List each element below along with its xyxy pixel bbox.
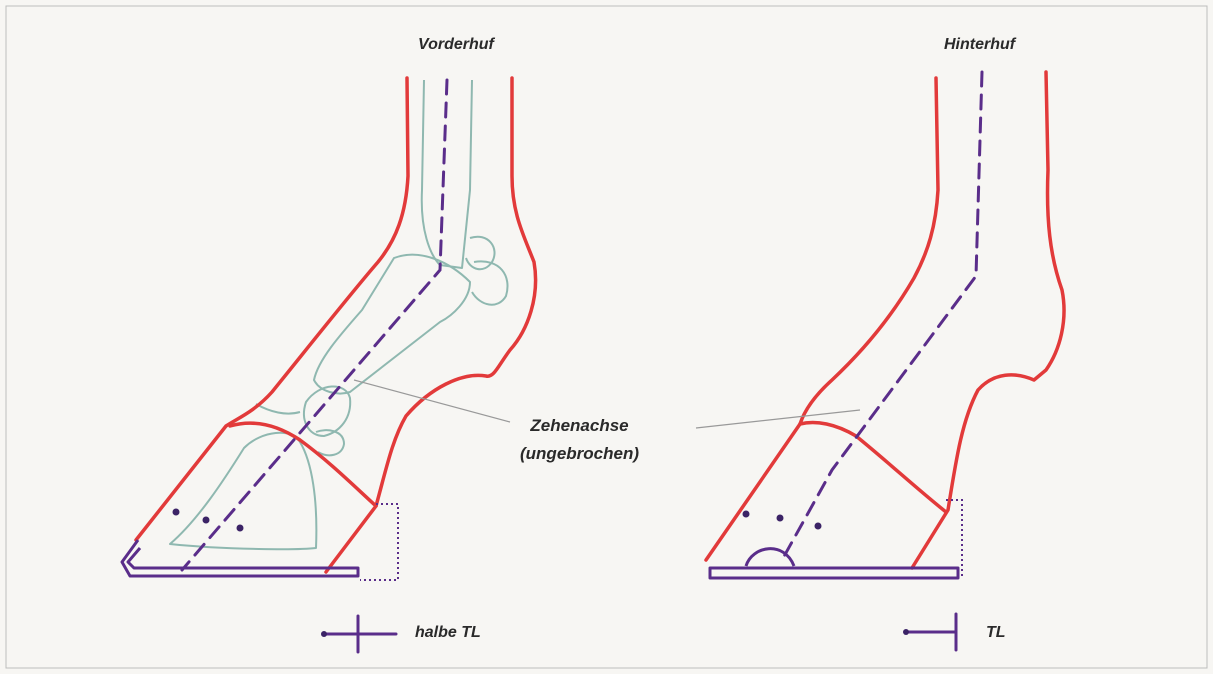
leader-line-front <box>354 380 510 422</box>
front-nail-dot-1 <box>173 509 180 516</box>
hind-horseshoe <box>710 568 958 578</box>
front-bones <box>170 80 508 549</box>
front-coronary-band <box>230 423 376 506</box>
hind-nail-dot-1 <box>743 511 750 518</box>
fetlock-joint <box>472 261 508 304</box>
front-scale-marker <box>321 616 396 652</box>
hind-scale-label: TL <box>986 624 1006 642</box>
coffin-bone <box>170 433 316 549</box>
bone-ridge <box>256 404 300 414</box>
front-scale-label: halbe TL <box>415 624 481 642</box>
hind-nail-dot-2 <box>777 515 784 522</box>
toe-axis-label-line1: Zehenachse <box>520 412 639 440</box>
sesamoid-bone <box>466 237 495 270</box>
hind-hoof <box>706 72 1064 650</box>
hind-scale-marker <box>903 614 956 650</box>
toe-axis-label: Zehenachse (ungebrochen) <box>520 412 639 468</box>
front-heel-dotted-line <box>360 504 398 580</box>
front-dorsal-outline <box>136 78 408 540</box>
front-palmar-outline <box>326 78 536 572</box>
hind-nail-dot-3 <box>815 523 822 530</box>
front-nail-dot-3 <box>237 525 244 532</box>
front-hoof-title: Vorderhuf <box>418 36 494 54</box>
hind-hoof-title: Hinterhuf <box>944 36 1015 54</box>
front-nail-dot-2 <box>203 517 210 524</box>
hind-coronary-band <box>800 423 946 513</box>
front-horseshoe <box>122 540 358 576</box>
hind-plantar-outline <box>912 72 1064 568</box>
front-hoof <box>122 78 536 652</box>
toe-axis-label-line2: (ungebrochen) <box>520 440 639 468</box>
